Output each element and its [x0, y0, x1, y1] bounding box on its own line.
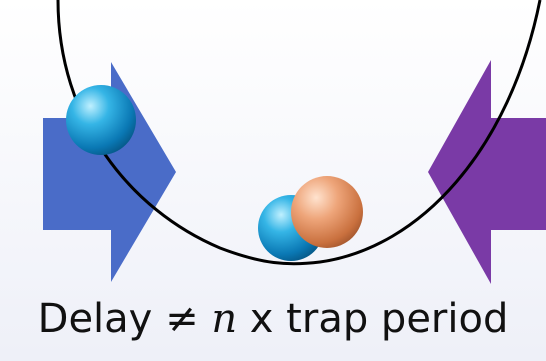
caption-trap-period: x trap period: [249, 296, 509, 342]
caption-variable-n: n: [211, 296, 238, 342]
not-equal-sign: ≠: [165, 296, 199, 342]
right-arrow: [428, 60, 546, 284]
ion-orange-bottom: [291, 176, 363, 248]
caption-delay: Delay: [37, 296, 153, 342]
left-arrow: [43, 62, 176, 282]
ion-blue-left: [66, 85, 136, 155]
caption: Delay ≠ n x trap period: [0, 296, 546, 342]
